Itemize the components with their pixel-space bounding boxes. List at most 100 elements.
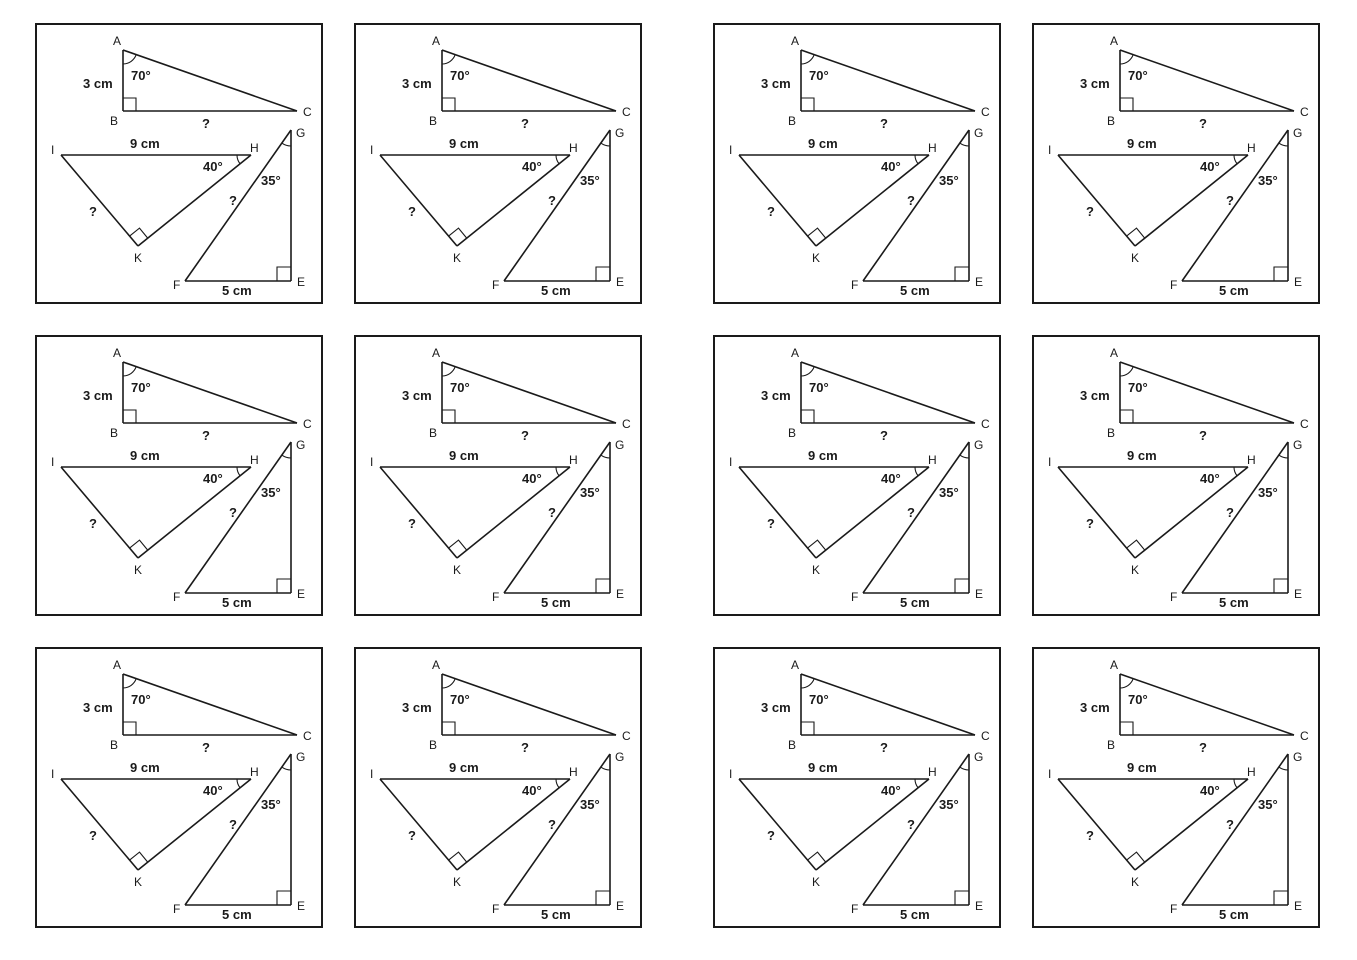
angle-arc-g	[600, 454, 611, 459]
vertex-label-i: I	[729, 143, 732, 157]
vertex-label-h: H	[1247, 453, 1256, 467]
vertex-label-e: E	[297, 587, 305, 601]
triangle-ihk: I H K 9 cm 40° ? ?	[51, 136, 259, 265]
triangle-card-4: A B C 3 cm 70° ? I H K 9 cm 40° ? ?	[1032, 23, 1320, 304]
side-fg	[503, 441, 611, 594]
vertex-label-c: C	[981, 105, 990, 119]
angle-arc-a	[800, 366, 815, 377]
side-hk-unknown: ?	[548, 505, 556, 520]
vertex-label-a: A	[432, 658, 440, 672]
angle-h-value: 40°	[1200, 471, 1220, 486]
side-bc-unknown: ?	[521, 116, 529, 131]
side-ih-length: 9 cm	[1127, 136, 1157, 151]
vertex-label-i: I	[729, 455, 732, 469]
right-angle-mark-k	[129, 227, 148, 239]
right-angle-mark-b	[801, 97, 815, 111]
angle-arc-g	[281, 766, 292, 771]
side-fg	[503, 129, 611, 282]
side-fg	[1181, 441, 1289, 594]
triangle-abc: A B C 3 cm 70° ?	[83, 658, 312, 755]
side-ac	[441, 49, 617, 112]
vertex-label-a: A	[1110, 658, 1118, 672]
vertex-label-i: I	[51, 767, 54, 781]
side-hk	[1134, 466, 1249, 559]
angle-arc-h	[1233, 778, 1238, 789]
side-hk	[1134, 778, 1249, 871]
right-angle-mark-e	[1273, 890, 1288, 905]
side-ik	[738, 466, 817, 559]
vertex-label-b: B	[429, 738, 437, 752]
vertex-label-g: G	[974, 438, 983, 452]
triangle-ihk: I H K 9 cm 40° ? ?	[51, 448, 259, 577]
angle-arc-g	[1278, 454, 1289, 459]
side-fg	[184, 441, 292, 594]
vertex-label-b: B	[429, 114, 437, 128]
side-hk	[1134, 154, 1249, 247]
side-ac	[441, 361, 617, 424]
right-angle-mark-k	[129, 851, 148, 863]
angle-arc-g	[600, 142, 611, 147]
side-ik	[738, 154, 817, 247]
vertex-label-e: E	[1294, 899, 1302, 913]
side-ik	[379, 466, 458, 559]
vertex-label-a: A	[1110, 34, 1118, 48]
side-ac	[122, 673, 298, 736]
triangle-card-6: A B C 3 cm 70° ? I H K 9 cm 40° ? ?	[354, 335, 642, 616]
vertex-label-f: F	[492, 278, 499, 292]
vertex-label-k: K	[134, 875, 142, 889]
vertex-label-h: H	[569, 141, 578, 155]
triangle-ihk: I H K 9 cm 40° ? ?	[729, 760, 937, 889]
angle-h-value: 40°	[881, 159, 901, 174]
right-angle-mark-k	[1126, 539, 1145, 551]
side-fg	[862, 129, 970, 282]
side-ih-length: 9 cm	[808, 136, 838, 151]
side-ac	[1119, 49, 1295, 112]
triangle-diagram: A B C 3 cm 70° ? I H K 9 cm 40° ? ?	[729, 34, 990, 298]
triangle-card-11: A B C 3 cm 70° ? I H K 9 cm 40° ? ?	[713, 647, 1001, 928]
side-ik	[1057, 154, 1136, 247]
side-bc-unknown: ?	[202, 740, 210, 755]
side-ab-length: 3 cm	[83, 76, 113, 91]
side-ik-unknown: ?	[408, 828, 416, 843]
angle-arc-a	[122, 54, 137, 65]
triangle-abc: A B C 3 cm 70° ?	[402, 34, 631, 131]
triangle-feg: F E G 5 cm 35°	[492, 438, 624, 610]
triangle-abc: A B C 3 cm 70° ?	[402, 658, 631, 755]
right-angle-mark-e	[276, 578, 291, 593]
angle-h-value: 40°	[522, 159, 542, 174]
side-ik-unknown: ?	[408, 204, 416, 219]
vertex-label-a: A	[113, 346, 121, 360]
right-angle-mark-b	[123, 409, 137, 423]
side-bc-unknown: ?	[880, 428, 888, 443]
angle-arc-a	[1119, 54, 1134, 65]
triangle-card-12: A B C 3 cm 70° ? I H K 9 cm 40° ? ?	[1032, 647, 1320, 928]
vertex-label-g: G	[296, 750, 305, 764]
triangle-feg: F E G 5 cm 35°	[1170, 126, 1302, 298]
triangle-feg: F E G 5 cm 35°	[492, 126, 624, 298]
side-ac	[122, 49, 298, 112]
angle-a-value: 70°	[1128, 380, 1148, 395]
side-ih-length: 9 cm	[130, 448, 160, 463]
side-ik-unknown: ?	[1086, 828, 1094, 843]
angle-arc-g	[281, 454, 292, 459]
right-angle-mark-k	[807, 851, 826, 863]
vertex-label-g: G	[974, 126, 983, 140]
vertex-label-g: G	[1293, 126, 1302, 140]
triangle-feg: F E G 5 cm 35°	[851, 126, 983, 298]
side-bc-unknown: ?	[521, 740, 529, 755]
vertex-label-k: K	[134, 251, 142, 265]
vertex-label-f: F	[851, 902, 858, 916]
angle-g-value: 35°	[939, 173, 959, 188]
vertex-label-b: B	[110, 738, 118, 752]
triangle-ihk: I H K 9 cm 40° ? ?	[1048, 760, 1256, 889]
triangle-diagram: A B C 3 cm 70° ? I H K 9 cm 40° ? ?	[51, 34, 312, 298]
triangle-ihk: I H K 9 cm 40° ? ?	[729, 136, 937, 265]
vertex-label-h: H	[250, 453, 259, 467]
side-fe-length: 5 cm	[541, 595, 571, 610]
triangle-ihk: I H K 9 cm 40° ? ?	[729, 448, 937, 577]
angle-g-value: 35°	[939, 485, 959, 500]
triangle-diagram: A B C 3 cm 70° ? I H K 9 cm 40° ? ?	[51, 346, 312, 610]
right-angle-mark-b	[442, 409, 456, 423]
side-fe-length: 5 cm	[1219, 907, 1249, 922]
right-angle-mark-k	[807, 227, 826, 239]
